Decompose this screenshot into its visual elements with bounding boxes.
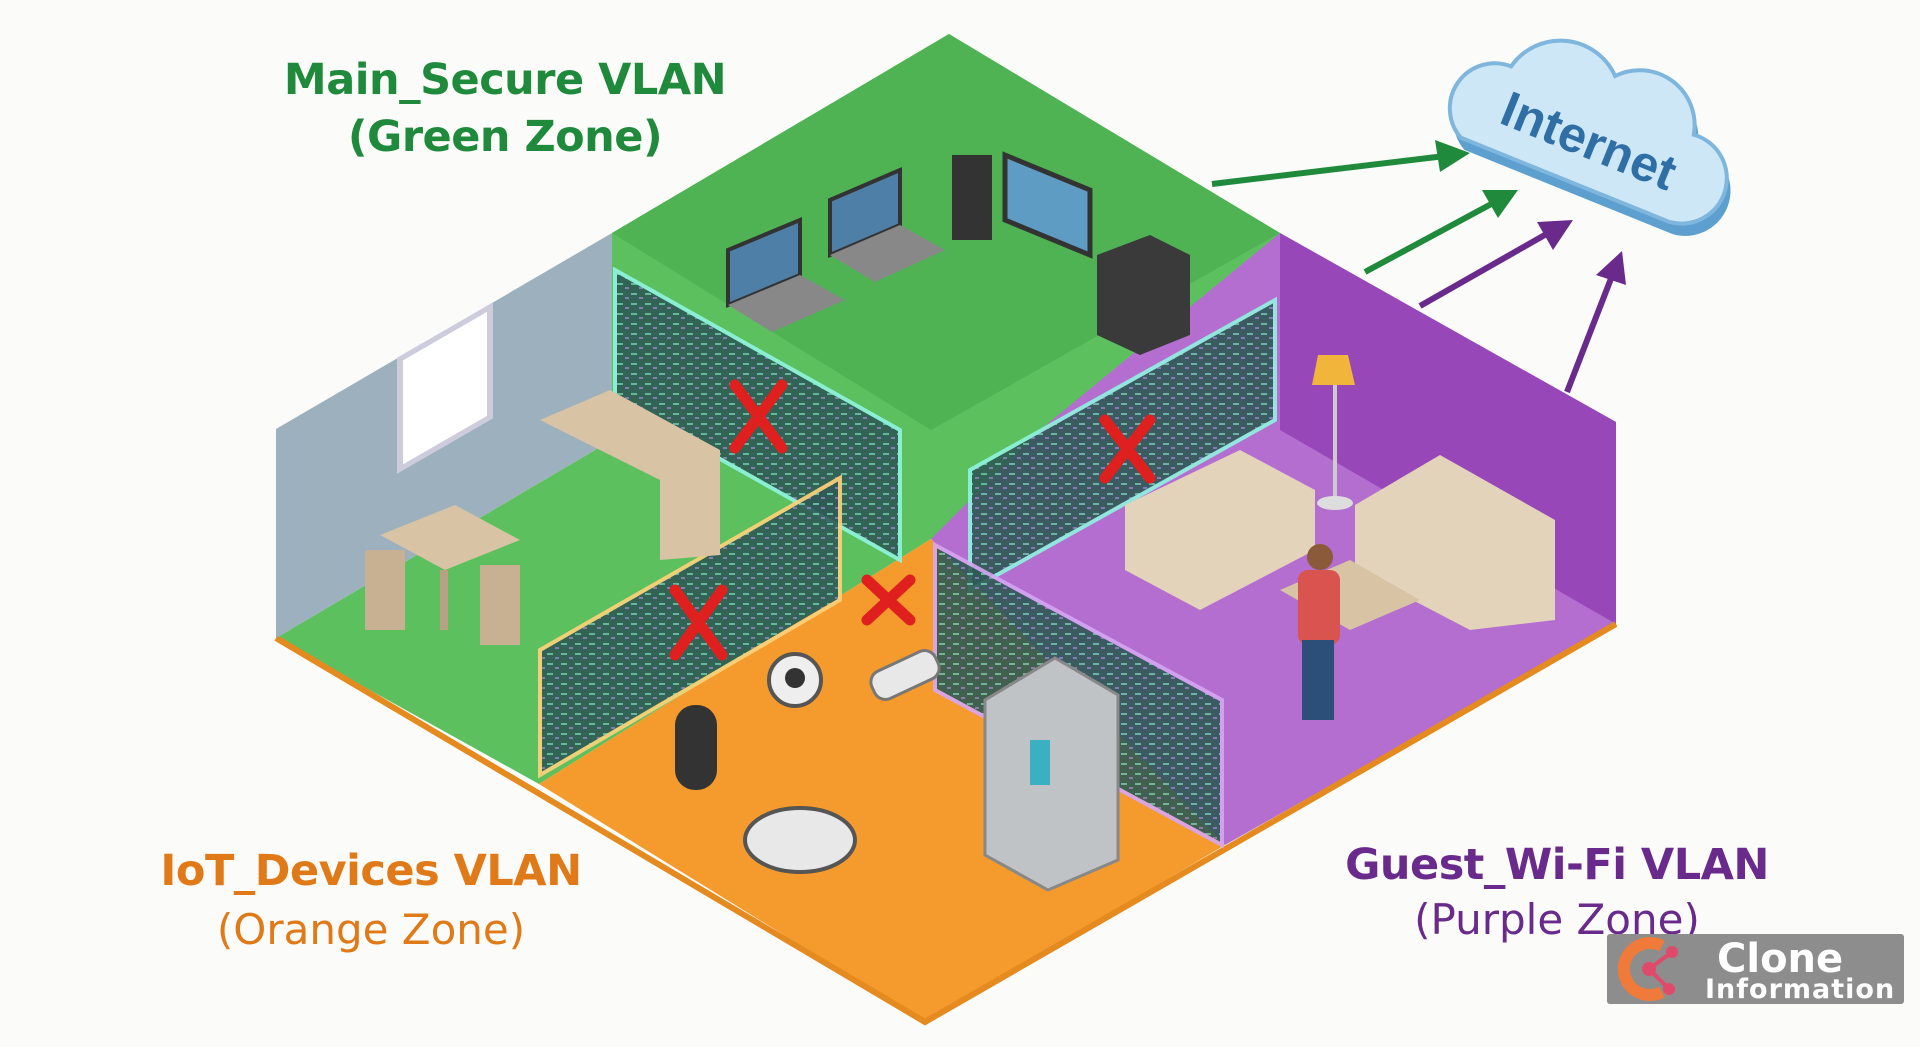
floor-lamp-icon [1312, 355, 1355, 510]
watermark: Clone Information [1607, 934, 1904, 1005]
red-x-icon [669, 379, 1156, 661]
green-zone-subtitle: (Green Zone) [347, 112, 663, 162]
watermark-logo-icon [1617, 937, 1678, 1001]
orange-zone-subtitle: (Orange Zone) [216, 905, 526, 954]
person-icon [1298, 544, 1340, 720]
watermark-line2: Information [1705, 974, 1896, 1005]
smart-fridge-icon [983, 656, 1120, 892]
laptop-icon [828, 166, 945, 282]
watermark-line1: Clone [1717, 936, 1844, 982]
smart-speaker-icon [675, 705, 717, 790]
desk-icon [540, 390, 720, 560]
floor-edge [274, 621, 1618, 1026]
sofa-icon [1355, 455, 1555, 630]
internet-cloud-icon: Internet [1447, 38, 1731, 236]
green-back-wall [612, 34, 1280, 430]
desktop-computer-icon [952, 151, 1093, 259]
purple-zone-title: Guest_Wi-Fi VLAN [1345, 840, 1769, 890]
dining-table-icon [365, 505, 520, 645]
robot-vacuum-icon [743, 806, 857, 874]
internet-arrows [1211, 140, 1626, 394]
laptop-icon [726, 217, 845, 332]
server-icon [1097, 235, 1190, 355]
orange-zone-floor [539, 539, 1225, 1022]
sofa-icon [1125, 450, 1315, 610]
security-camera-icon [767, 649, 941, 708]
orange-zone-title: IoT_Devices VLAN [160, 846, 582, 896]
window [397, 302, 493, 474]
green-zone-title: Main_Secure VLAN [283, 55, 727, 105]
